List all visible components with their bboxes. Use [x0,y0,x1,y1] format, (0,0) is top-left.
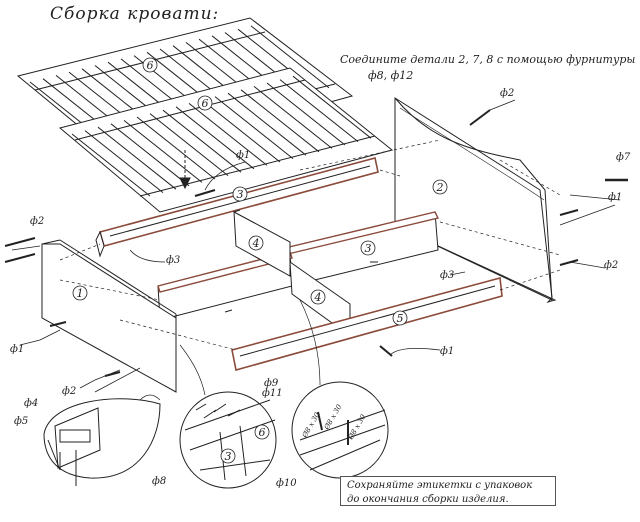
part-number-circle [197,95,213,111]
part-number-divider-left: 4 [252,237,260,250]
part-number-circle [248,235,264,251]
fitting-f2-bottom: ф2 [62,386,76,397]
fitting-f3-right: ф3 [440,270,454,281]
fitting-f8: ф8 [152,476,166,487]
note-line-2: до окончания сборки изделия. [347,494,509,505]
slat-line [71,133,151,197]
fitting-f11: ф11 [262,388,283,399]
instruction-text: Соедините детали 2, 7, 8 с помощью фурни… [340,52,640,84]
part-number-slats-top: 6 [147,59,154,72]
fitting-f4: ф4 [24,398,38,409]
slat-line [136,116,216,180]
fitting-f10: ф10 [276,478,297,489]
fitting-f2-right: ф2 [604,260,618,271]
fitting-f1-top: ф1 [236,150,250,161]
slat-line [188,103,268,166]
slat-line [240,89,320,153]
slat-line [214,96,294,159]
footboard-panel [41,239,177,393]
slat-line [110,123,190,187]
detail-view-slats [179,391,277,489]
fitting-f9: ф9 [264,378,279,389]
side-rail-bottom [231,276,503,372]
part-number-divider-right: 4 [314,291,322,304]
part-number-labels: 6 6 2 1 3 3 5 4 4 6 3 [72,57,448,464]
note-box: Сохраняйте этикетки с упаковок до оконча… [340,476,556,506]
fitting-labels: ф1 ф1 ф1 ф1 ф2 ф2 ф2 ф2 ф3 ф3 ф4 ф5 ф7 ф… [10,88,631,489]
slat-line [227,92,307,156]
part-number-circle [220,448,236,464]
slat-line [123,120,203,183]
part-number-circle [232,186,248,202]
part-number-side-bottom: 5 [397,312,404,325]
part-number-circle [72,285,88,301]
fitting-f1-left: ф1 [10,344,24,355]
fitting-f1-right: ф1 [608,192,622,203]
slat-line [201,99,281,163]
part-number-circle [392,310,408,326]
part-number-circle [142,57,158,73]
part-number-detail-block: 3 [225,450,232,463]
part-number-slats-bottom: 6 [202,97,209,110]
diagram-title: Сборка кровати: [50,4,220,24]
fitting-f1-bottom: ф1 [440,346,454,357]
headboard-panel [394,97,557,304]
part-number-side-middle: 3 [365,242,372,255]
fitting-f5: ф5 [14,416,28,427]
slat-line [175,106,255,170]
assembly-guides [59,139,561,351]
slat-line [279,79,359,142]
inner-rail-left [157,251,293,321]
slat-grid-bottom [58,67,394,213]
fitting-f3-left: ф3 [166,255,180,266]
part-number-headboard: 2 [436,181,444,194]
detail-view-footboard [43,398,161,486]
slat-line [149,113,229,176]
instruction-line-1: Соедините детали 2, 7, 8 с помощью фурни… [340,53,636,66]
slat-line [292,75,372,139]
fitting-parts [4,109,628,377]
part-number-circle [360,240,376,256]
fitting-f7: ф7 [616,152,631,163]
down-arrow-icon [179,150,191,190]
slat-line [84,130,164,193]
part-number-circle [432,179,448,195]
slat-line [250,25,330,89]
instruction-line-2: ф8, ф12 [368,69,414,82]
fitting-f2-left: ф2 [30,216,44,227]
part-number-circle [254,424,270,440]
slat-line [97,126,177,190]
part-number-side-top: 3 [237,188,244,201]
slat-line [162,109,242,173]
part-number-footboard: 1 [77,287,84,300]
detail-connectors [139,299,321,401]
slat-line [253,86,333,149]
slat-line [266,82,346,146]
fitting-f2-topright: ф2 [500,88,514,99]
note-line-1: Сохраняйте этикетки с упаковок [347,480,533,491]
part-number-circle [310,289,326,305]
part-number-detail-slat: 6 [259,426,266,439]
